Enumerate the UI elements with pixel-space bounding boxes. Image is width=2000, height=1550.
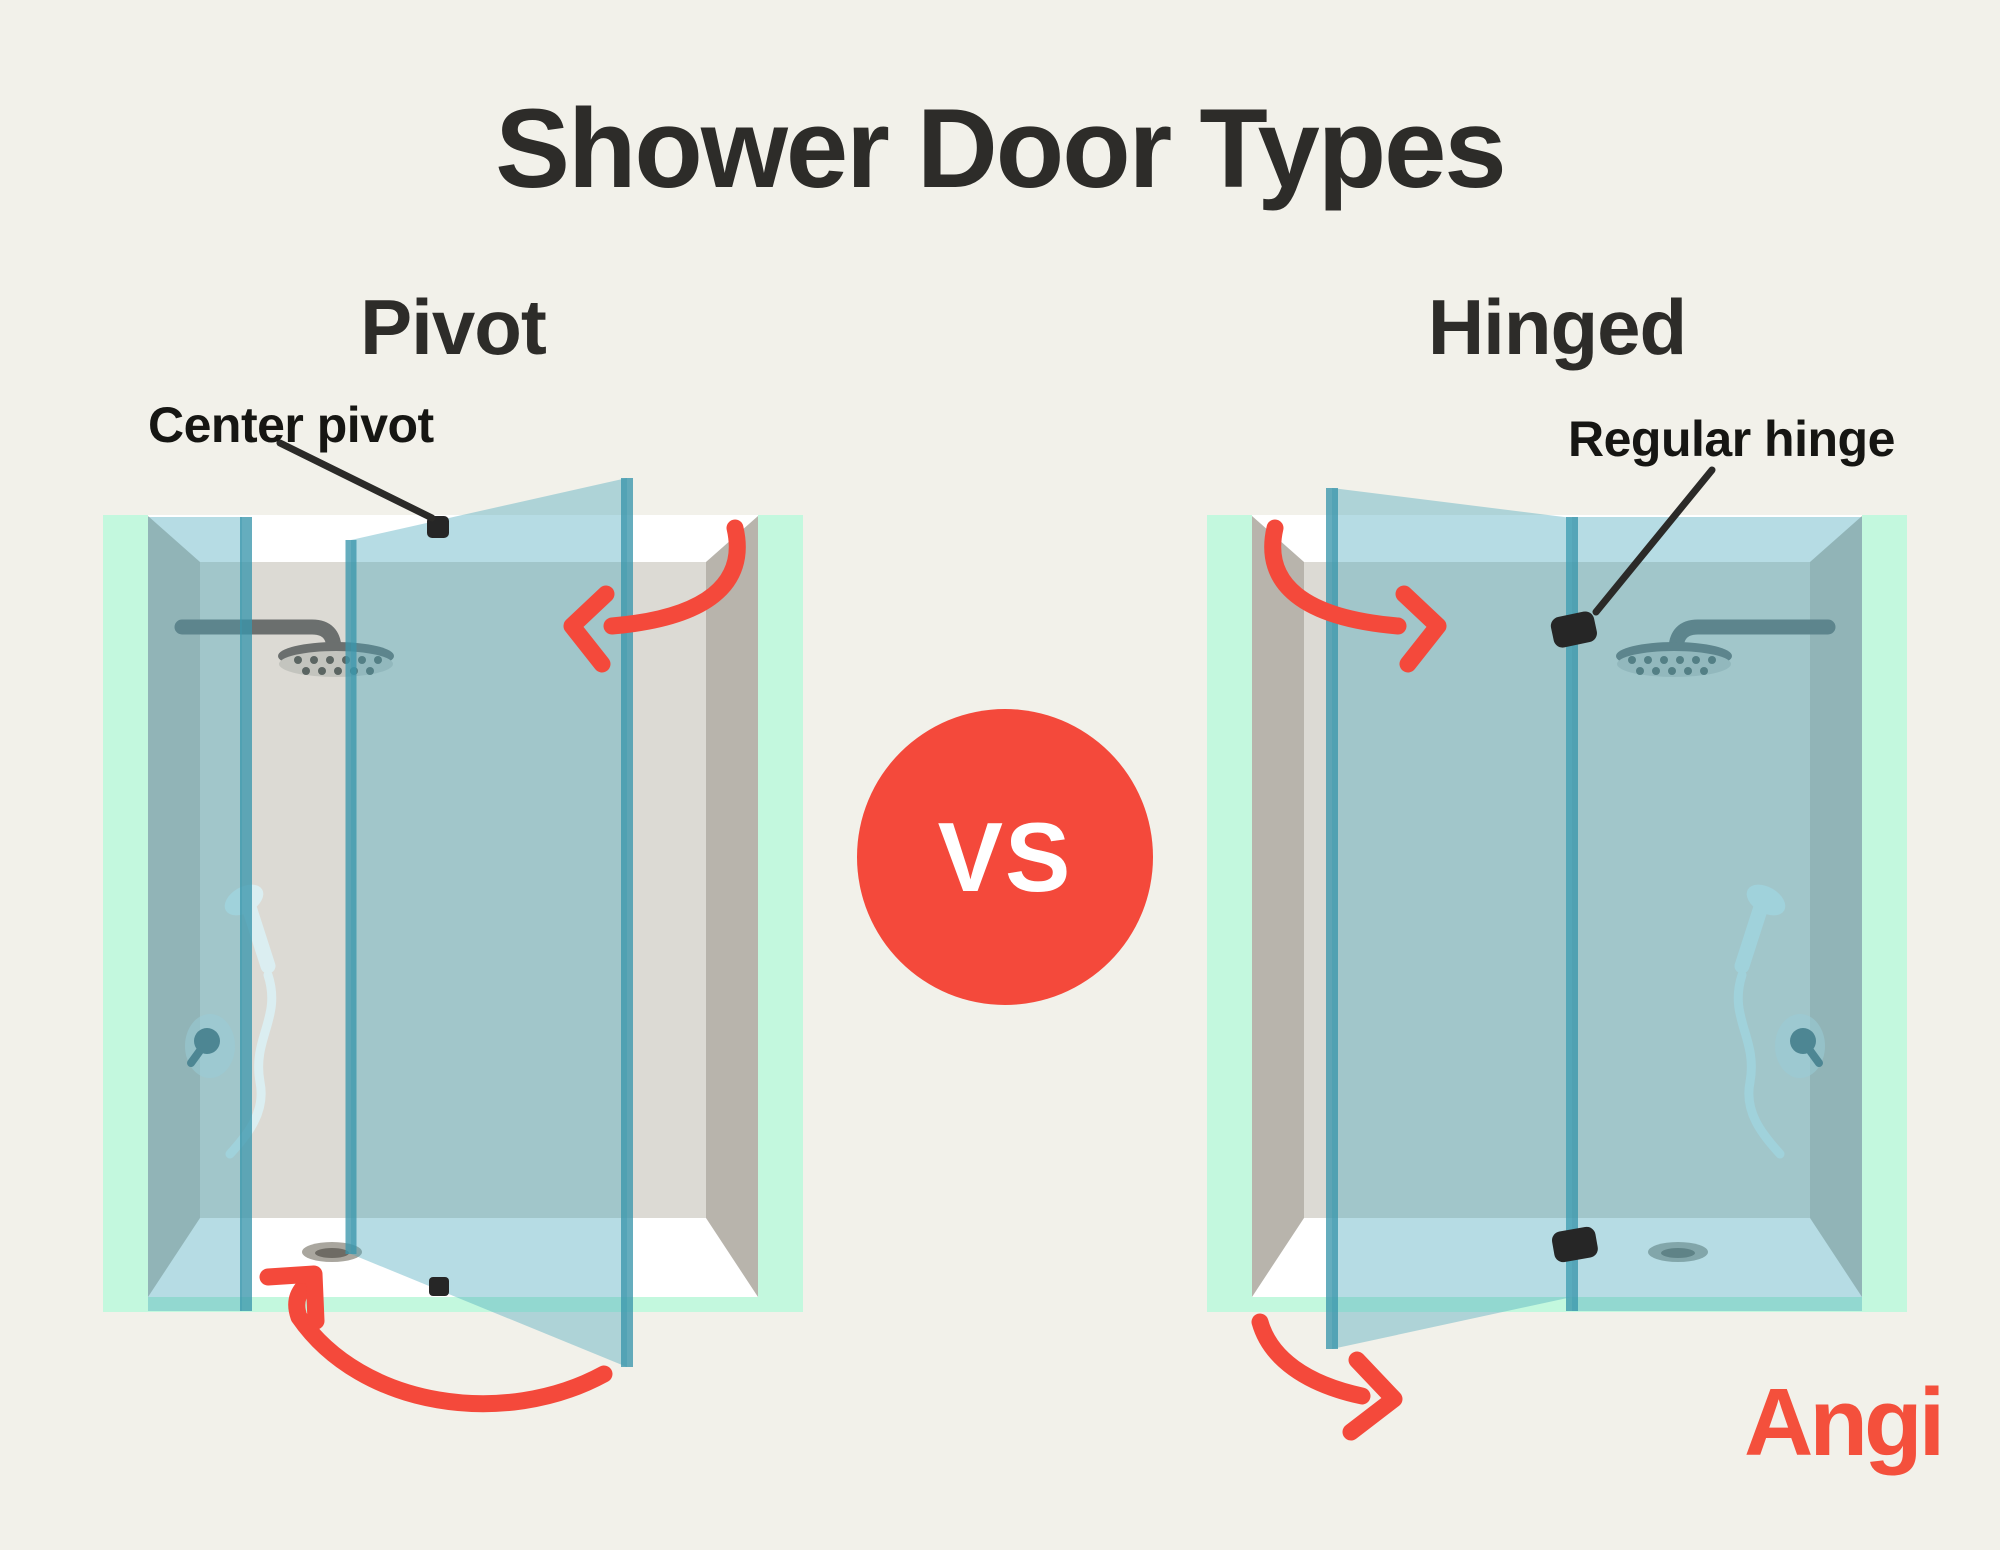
hinged-back-wall: [1304, 562, 1810, 1218]
vs-label: VS: [937, 801, 1073, 912]
regular-hinge-label: Regular hinge: [1568, 411, 1895, 467]
hinged-right-wall: [1810, 516, 1862, 1297]
angi-logo: Angi: [1744, 1369, 1945, 1476]
center-pivot-leader-line: [276, 439, 436, 522]
hinged-left-wall: [1252, 516, 1304, 1297]
vs-badge: VS: [857, 709, 1153, 1005]
hinged-heading: Hinged: [1427, 283, 1687, 371]
hinged-swing-arrow-top: [1264, 519, 1447, 673]
regular-hinge-bottom-marker: [1551, 1226, 1598, 1263]
regular-hinge-top-marker: [1550, 611, 1597, 648]
pivot-swing-arrow-bottom: [259, 1265, 613, 1413]
hinged-glass-door: [1326, 488, 1572, 1349]
center-pivot-top-marker: [427, 516, 449, 538]
hinged-illustration: [1207, 466, 1907, 1441]
center-pivot-label: Center pivot: [148, 397, 434, 453]
shower-head-icon: [1616, 619, 1836, 677]
fixed-glass-panel: [1566, 517, 1862, 1311]
fixed-glass-panel: [148, 517, 252, 1311]
pivot-right-wall: [706, 516, 758, 1297]
hinged-swing-arrow-bottom: [1251, 1313, 1403, 1441]
pivot-swing-arrow-top: [563, 519, 746, 673]
pivot-heading: Pivot: [360, 283, 547, 371]
handheld-shower-icon: [1733, 884, 1825, 1159]
drain-icon: [1648, 1242, 1708, 1262]
shower-head-icon: [174, 619, 394, 677]
page-title: Shower Door Types: [495, 86, 1506, 211]
pivot-illustration: [103, 439, 803, 1413]
handheld-shower-icon: [185, 884, 277, 1159]
regular-hinge-leader-line: [1592, 466, 1716, 616]
center-pivot-bottom-marker: [429, 1277, 449, 1296]
pivot-left-wall: [148, 516, 200, 1297]
